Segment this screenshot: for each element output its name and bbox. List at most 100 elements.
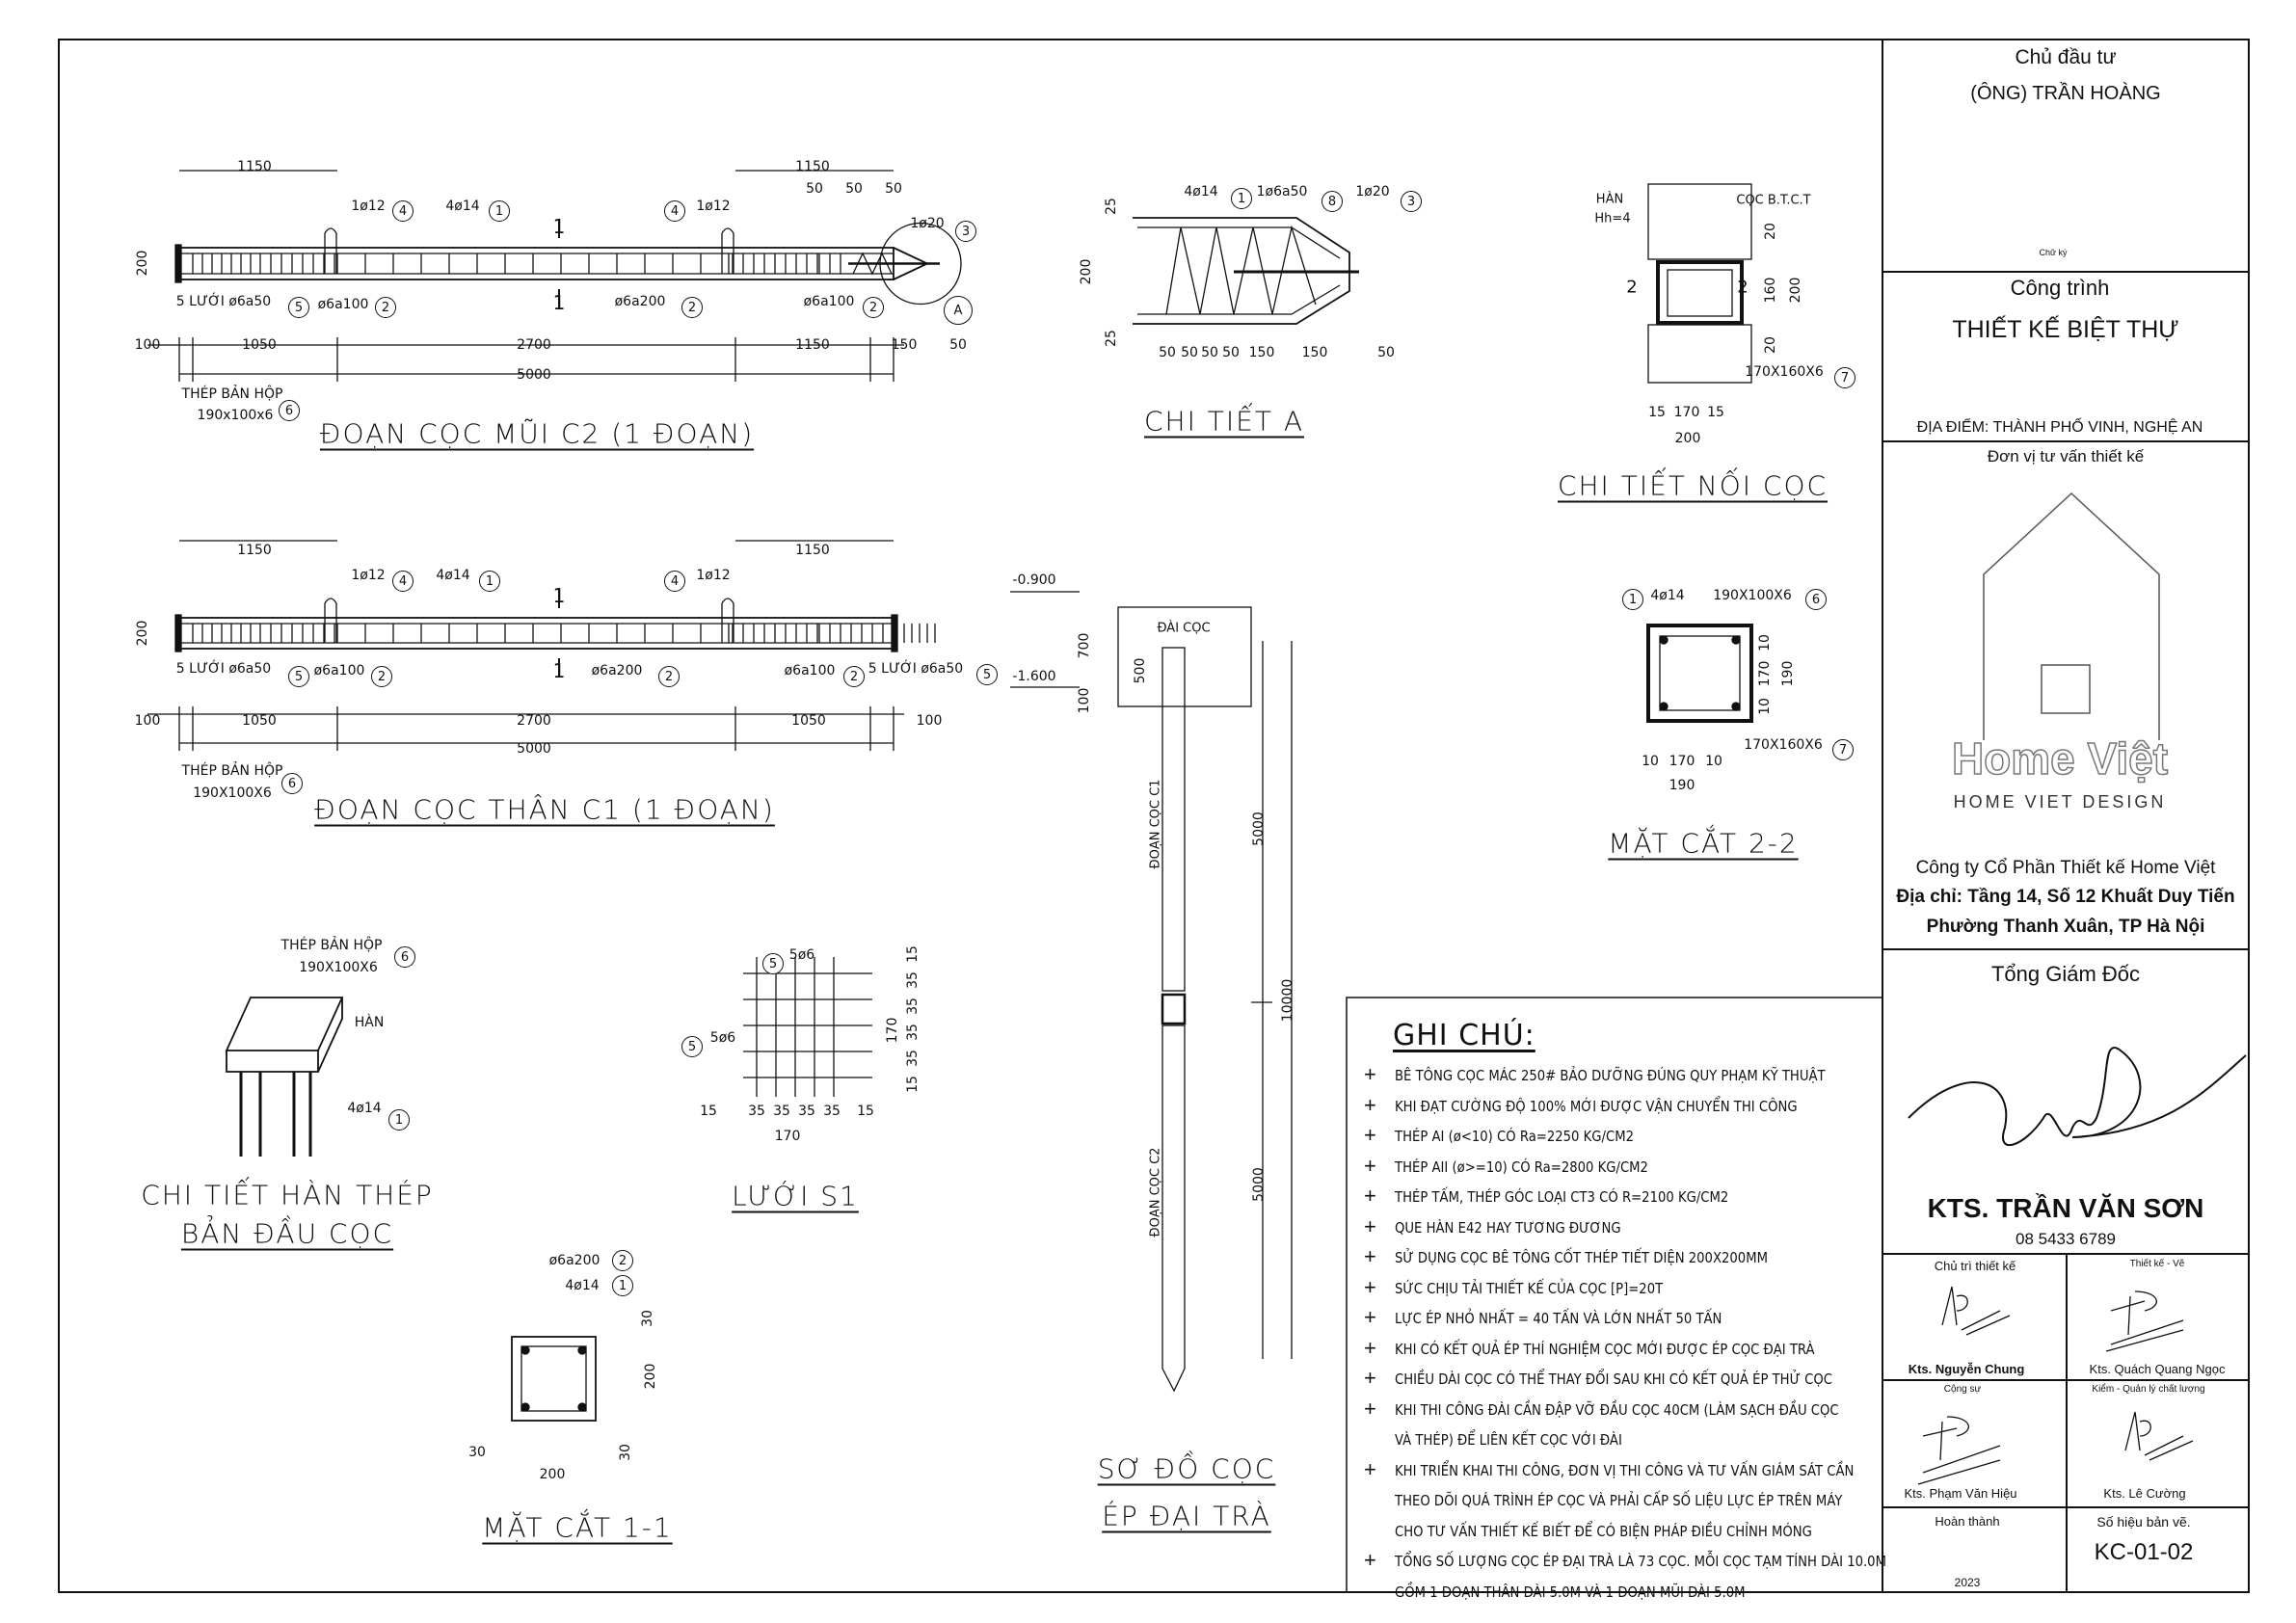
dim-label: 50 [1181,345,1198,360]
sheet-border [58,39,2250,1593]
dim-label: 1150 [237,543,272,558]
bullet-icon: + [1364,1305,1376,1329]
rebar-label: 4ø14 [436,568,470,583]
dim-label: 50 [885,181,902,197]
dim-label: 35 [905,1024,921,1041]
pile-segment-label: ĐOẠN CỌC C2 [1148,1147,1163,1237]
bullet-icon: + [1364,1062,1376,1086]
pile-cap-label: ĐÀI CỌC [1157,621,1211,636]
drafter-signature-icon [2105,1290,2184,1352]
dim-label: 500 [1133,657,1148,684]
section-mark: 1 [552,659,566,682]
rebar-label: 5ø6 [709,1030,736,1046]
rebar-label: ø6a200 [614,294,666,309]
dim-label: 50 [949,337,967,353]
dim-label: 1150 [795,159,830,174]
dim-label: 190 [1780,660,1796,687]
dim-label: 25 [1104,198,1119,215]
steel-box-plate [891,614,898,652]
rebar-label: 4ø14 [1650,588,1685,603]
pile-segment-label: ĐOẠN CỌC C1 [1148,779,1163,869]
dim-label: 1050 [242,337,277,353]
section-mark: 1 [552,584,566,607]
dim-label: 100 [1077,687,1092,714]
qc-label: Kiểm - Quản lý chất lượng [2092,1384,2205,1395]
note-line: KHI CÓ KẾT QUẢ ÉP THÍ NGHIỆM CỌC MỚI ĐƯỢ… [1395,1340,1815,1358]
drawing-number[interactable]: KC-01-02 [2094,1539,2194,1565]
lifting-hook [721,227,734,274]
logo-wordmark: Home Việt [1951,732,2169,785]
rebar-bubble: 7 [1832,739,1854,760]
dim-label: 50 [1377,345,1395,360]
joint-box-plate [1656,260,1744,325]
rebar-bubble: 5 [762,953,784,974]
rebar-label: 190X100X6 [193,785,272,801]
dim-label: 200 [643,1363,658,1390]
weld-detail-title-line2: BẢN ĐẦU CỌC [180,1217,394,1250]
rebar-bubble: 8 [1322,191,1343,212]
dim-label: 20 [1763,336,1778,354]
pile-joint [1161,993,1187,1025]
section-2-2-box [1646,624,1753,723]
dim-label: 5000 [1251,812,1267,846]
company-address-2: Phường Thanh Xuân, TP Hà Nội [1926,917,2205,937]
dim-label: 35 [748,1104,765,1119]
rebar-bubble: 5 [976,664,998,685]
bullet-icon: + [1364,1396,1376,1421]
rebar-bubble: 3 [1401,191,1422,212]
pile-segment-c2 [1161,1024,1186,1393]
project-name: THIẾT KẾ BIỆT THỰ [1952,316,2179,343]
pile-joint-title: CHI TIẾT NỐI CỌC [1557,469,1829,502]
rebar-bubble: 6 [279,400,300,421]
qc-name: Kts. Lê Cường [2103,1486,2186,1501]
rebar-bubble: 4 [392,200,414,222]
dim-label: 15 [700,1104,717,1119]
dim-label: 170 [1757,660,1773,687]
rebar-dot [577,1345,587,1355]
dim-label: 2700 [517,337,551,353]
rebar-label: ø6a200 [548,1253,601,1268]
rebar-bubble: 1 [612,1275,633,1296]
notes-panel: GHI CHÚ: +BÊ TÔNG CỌC MÁC 250# BẢO DƯỠNG… [1347,998,1886,1601]
lead-designer-label: Chủ trì thiết kế [1934,1259,2016,1273]
dim-label: 1150 [237,159,272,174]
rebar-label: ø6a100 [313,663,365,678]
completed-label: Hoàn thành [1935,1514,2000,1529]
note-line: SỬ DỤNG CỌC BÊ TÔNG CỐT THÉP TIẾT DIỆN 2… [1395,1249,1768,1266]
dim-label: 30 [640,1310,655,1327]
lifting-hook [324,598,337,643]
weld-label: HÀN [1595,192,1624,207]
assoc-signature-icon [1917,1416,2001,1485]
rebar-label: 5 LƯỚI ø6a50 [175,294,272,309]
elevation-label: -0.900 [1012,572,1056,588]
steel-box-plate [174,614,182,652]
rebar-dot [1659,635,1669,645]
rebar-label: 1ø6a50 [1256,184,1308,200]
rebar-bubble: 5 [288,297,309,318]
section-2-2-inner [1659,635,1741,711]
note-line: GỒM 1 ĐOẠN THÂN DÀI 5.0M VÀ 1 ĐOẠN MŨI D… [1395,1583,1746,1601]
dim-label: 10 [1757,634,1773,652]
rebar-bubble: 3 [955,221,976,242]
dim-label: 1050 [242,713,277,729]
dim-label: 170 [885,1017,900,1044]
detail-a-callout[interactable]: A [944,296,973,325]
signature-label: Chữ ký [2039,248,2068,257]
dim-label: 50 [806,181,823,197]
note-line: KHI THI CÔNG ĐÀI CẦN ĐẬP VỠ ĐẦU CỌC 40CM… [1395,1400,1839,1419]
rebar-label: 170X160X6 [1745,364,1824,380]
notes-frame [1346,997,1882,1592]
completed-year: 2023 [1954,1576,1981,1589]
dim-label: 35 [798,1104,815,1119]
lifting-hook [721,598,734,643]
note-line: KHI ĐẠT CƯỜNG ĐỘ 100% MỚI ĐƯỢC VẬN CHUYỂ… [1395,1097,1798,1115]
detail-a-title: CHI TIẾT A [1144,405,1304,438]
note-line: THÉP AII (ø>=10) CÓ Ra=2800 KG/CM2 [1395,1157,1648,1176]
mesh-s1-title: LƯỚI S1 [732,1180,859,1212]
director-phone: 08 5433 6789 [2016,1230,2116,1248]
dim-label: 5000 [517,741,551,757]
dim-label: 190 [1669,778,1695,793]
dim-label: 10 [1705,754,1722,769]
rebar-label: 1ø12 [351,199,386,214]
